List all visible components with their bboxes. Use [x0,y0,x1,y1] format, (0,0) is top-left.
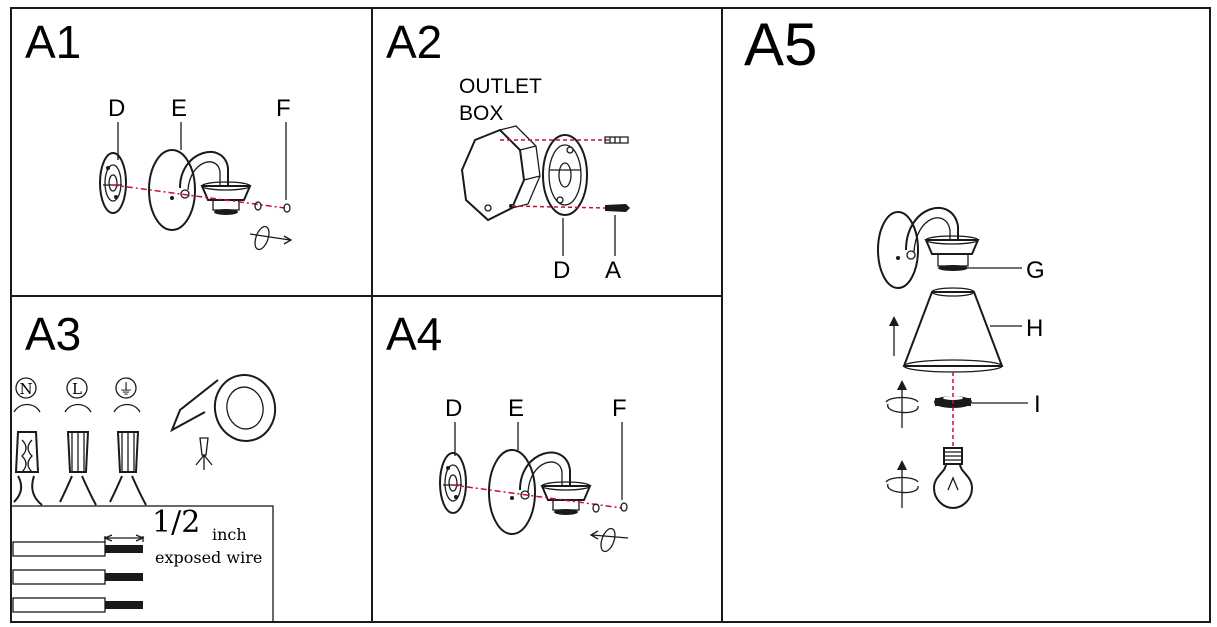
a3-symbol-n: N [19,380,32,398]
a4-socket-cup [540,481,592,515]
a5-rotate-arrow-bulb [885,460,919,508]
panel-a2: A2 OUTLET BOX D A [386,16,630,284]
a3-insulation-tape [170,374,277,470]
a4-backplate [488,449,571,535]
panel-grid [10,7,1211,623]
a3-symbol-l: L [72,380,82,398]
a1-backplate [148,149,229,231]
a1-label-e: E [171,95,187,122]
panel-a4: A4 D E F [386,308,629,553]
a4-label-e: E [508,395,524,422]
a2-screw-top [604,136,629,144]
panel-a2-title: A2 [386,16,442,68]
panel-a5: A5 G H I [744,11,1045,510]
a3-wire-nut-1 [13,431,43,506]
panel-a1: A1 D E F [25,16,293,251]
a3-wire-symbol-n: N [13,377,41,413]
a5-bulb [932,447,974,510]
panel-a3-title: A3 [25,308,81,360]
a2-label-a: A [605,257,621,284]
a2-mounting-plate [542,134,588,216]
a3-wire-symbol-ground: ⏚ [113,377,141,413]
a3-wire-nut-2 [59,431,97,506]
a1-label-f: F [276,95,291,122]
a1-socket-cup [200,181,252,215]
a3-exposed-label: exposed wire [155,548,262,567]
a4-label-d: D [445,395,462,422]
a5-socket-ring-g [937,253,969,271]
a3-fraction: 1/2 [152,505,200,540]
panel-a1-title: A1 [25,16,81,68]
panel-a4-title: A4 [386,308,442,360]
a1-axis [112,184,286,209]
a5-lampshade [902,287,1004,373]
a2-outlet-box [460,125,541,222]
panel-a3: A3 N L ⏚ [10,308,277,623]
a5-label-g: G [1026,257,1045,284]
a5-label-h: H [1026,315,1043,342]
a3-unit: inch [212,525,247,544]
a4-axis [452,484,623,509]
a1-label-d: D [108,95,125,122]
a3-strip-guide [10,505,274,623]
a1-rotate-arrow [249,225,293,251]
a2-axis-bottom [511,205,606,209]
a2-screw-bottom [605,204,630,212]
a2-outlet-label-2: BOX [459,102,503,125]
a2-label-d: D [553,257,570,284]
a5-label-i: I [1034,391,1041,418]
a4-screw-f [592,502,628,513]
a5-up-arrow [889,316,899,356]
a4-label-f: F [612,395,627,422]
a4-mounting-plate [439,452,467,514]
a3-wire-symbol-l: L [64,377,92,413]
a4-rotate-arrow [589,527,629,553]
a5-rotate-arrow-ring [885,380,919,428]
panel-a5-title: A5 [744,11,817,78]
a3-symbol-ground: ⏚ [118,380,133,398]
a1-screw-f [254,201,291,213]
a2-outlet-label-1: OUTLET [459,75,542,98]
a5-fixture [877,207,980,289]
a1-mounting-plate [99,152,127,214]
a3-wire-nut-3 [109,431,147,506]
